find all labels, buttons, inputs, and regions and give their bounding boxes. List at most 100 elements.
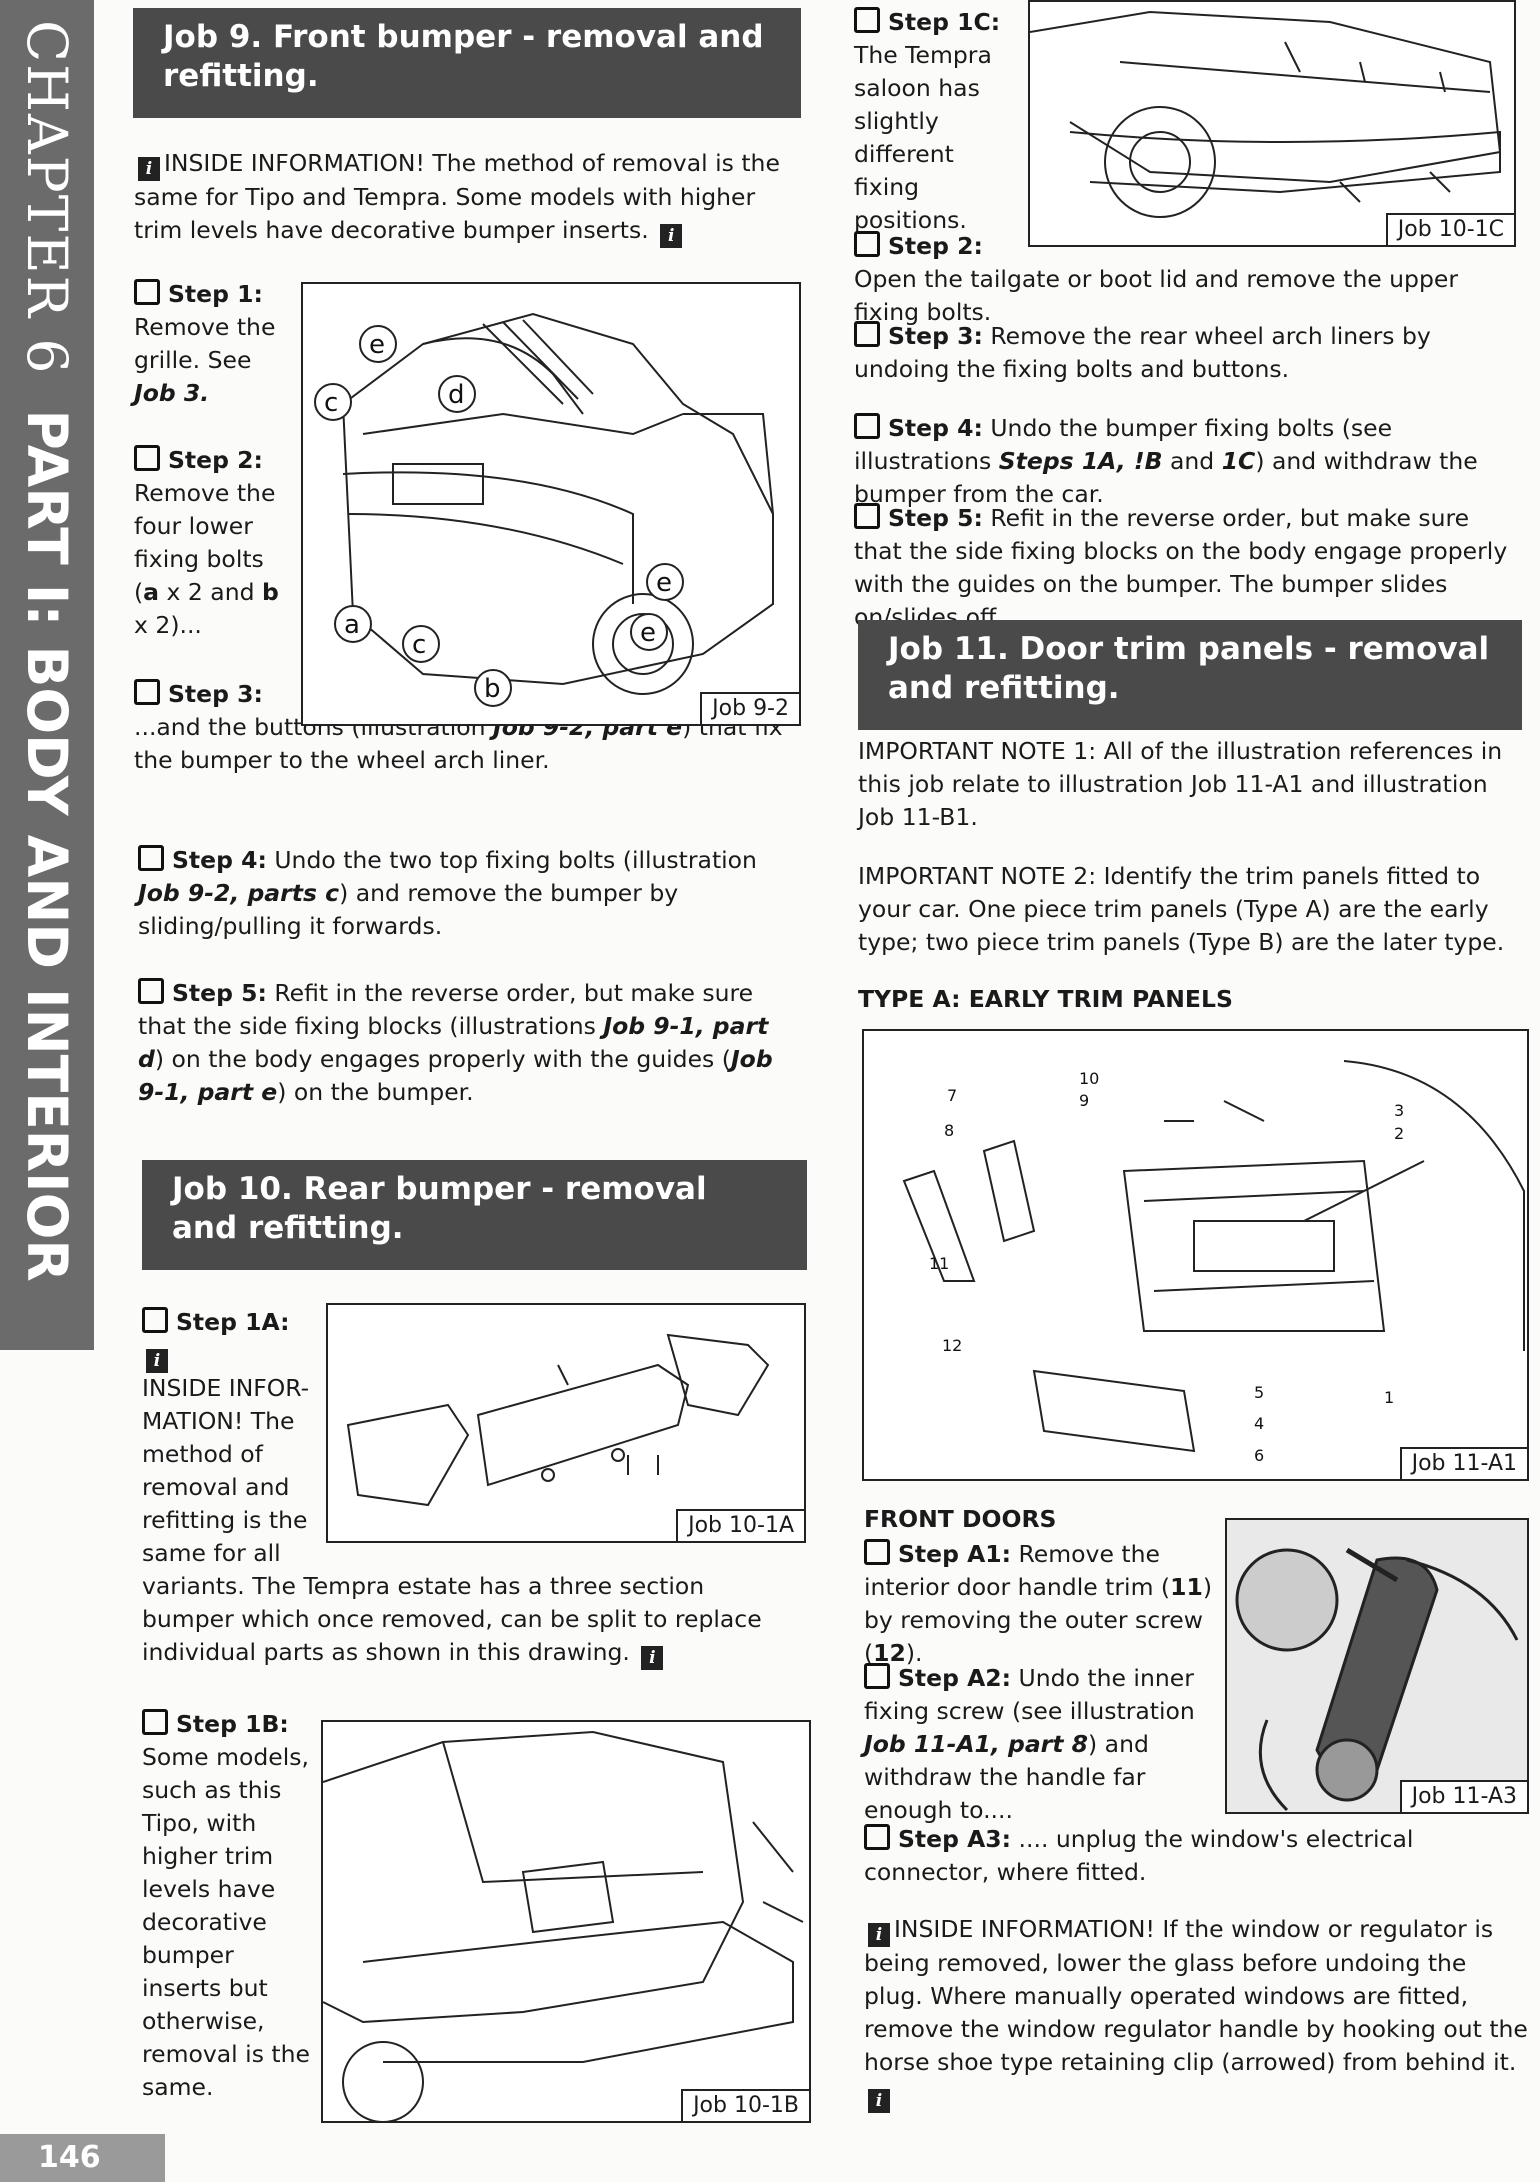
job11-note1: IMPORTANT NOTE 1: All of the illustratio… <box>858 737 1503 831</box>
step-ref: Job 9-1, part d <box>138 1012 769 1073</box>
step-text: Open the tailgate or boot lid and remove… <box>854 265 1458 326</box>
part-11: 11 <box>1170 1573 1203 1601</box>
step-label: Step 5: <box>172 979 267 1007</box>
step-ref: Job 11-A1, part 8 <box>864 1730 1089 1758</box>
part-number-5: 5 <box>1254 1383 1264 1402</box>
step-label: Step 5: <box>888 504 983 532</box>
step-label: Step 2: <box>888 232 983 260</box>
page-number: 146 <box>0 2134 165 2182</box>
step-text: ) on the bumper. <box>277 1078 474 1106</box>
info-icon: i <box>660 224 683 248</box>
figure-tag: Job 10-1C <box>1385 213 1514 245</box>
figure-tag: Job 9-2 <box>700 692 799 724</box>
step-label: Step 1C: <box>888 8 1001 36</box>
job10-title: Job 10. Rear bumper - removal and refitt… <box>172 1171 707 1246</box>
type-a-heading: TYPE A: EARLY TRIM PANELS <box>858 985 1233 1013</box>
figure-job10-1c: Job 10-1C <box>1028 0 1516 247</box>
callout-e: e <box>640 618 656 648</box>
step-ref: Steps 1A, !B <box>998 447 1163 475</box>
job11-title-banner: Job 11. Door trim panels - removal and r… <box>858 620 1522 730</box>
tipo-rear-bumper-illustration <box>323 1730 804 2121</box>
front-doors-heading: FRONT DOORS <box>864 1505 1057 1533</box>
step-ref: Job 9-2, parts c <box>138 879 340 907</box>
part-number-8: 8 <box>944 1121 954 1140</box>
checkbox-icon <box>854 7 880 33</box>
step-text: ) and withdraw the bumper from the car. <box>854 447 1478 508</box>
step-label: Step 2: <box>168 446 263 474</box>
chapter-label: CHAPTER 6 <box>15 20 79 376</box>
step-text: Refit in the reverse order, but make sur… <box>138 979 754 1040</box>
window-handle-photo <box>1227 1520 1527 1812</box>
step-label: Step 1A: <box>176 1308 290 1336</box>
job9-title: Job 9. Front bumper - removal and refitt… <box>163 19 764 94</box>
inside-info-text: INSIDE INFORMATION! If the window or reg… <box>864 1915 1528 2076</box>
figure-job11-a1: 10 7 9 8 3 2 11 12 5 4 6 1 Job 11-A1 <box>862 1029 1529 1481</box>
job11-title: Job 11. Door trim panels - removal and r… <box>888 631 1490 706</box>
step-text: ) on the body engages properly with the … <box>154 1045 731 1073</box>
part-label: PART I: BODY AND INTERIOR <box>15 409 79 1282</box>
part-number-9: 9 <box>1079 1091 1089 1110</box>
step-text: ) and withdraw the handle far enough to.… <box>864 1730 1149 1824</box>
checkbox-icon <box>854 231 880 257</box>
rear-bumper-exploded-illustration <box>346 1333 770 1507</box>
checkbox-icon <box>854 503 880 529</box>
info-icon: i <box>641 1646 664 1670</box>
step-label: Step A1: <box>898 1540 1012 1568</box>
step-text: Undo the bumper fixing bolts (see illust… <box>854 414 1393 475</box>
part-number-10: 10 <box>1079 1069 1099 1088</box>
callout-b: b <box>484 674 501 704</box>
part-b: b <box>261 578 279 606</box>
step-ref: Job 3. <box>134 379 210 407</box>
checkbox-icon <box>142 1307 168 1333</box>
callout-a: a <box>344 610 360 640</box>
job9-step3: Step 3: ...and the buttons (illustration… <box>134 678 794 777</box>
callout-c: c <box>324 388 338 418</box>
job11-stepA3: Step A3: .... unplug the window's electr… <box>864 1823 1524 1889</box>
step-text: x 2)... <box>134 611 202 639</box>
figure-tag: Job 10-1A <box>676 1509 804 1541</box>
step-ref: 1C <box>1221 447 1256 475</box>
job9-step1: Step 1: Remove the grille. See Job 3. <box>134 278 294 410</box>
figure-tag: Job 10-1B <box>681 2089 809 2121</box>
front-bumper-illustration: e c d a c b e e <box>314 312 774 707</box>
step-text: Undo the two top fixing bolts (illustrat… <box>274 846 757 874</box>
step-text: ) by removing the outer screw ( <box>864 1573 1212 1667</box>
chapter-sidebar: CHAPTER 6 PART I: BODY AND INTERIOR <box>0 0 94 1350</box>
job10-title-banner: Job 10. Rear bumper - removal and refitt… <box>142 1160 807 1270</box>
job9-step2: Step 2: Remove the four lower fixing bol… <box>134 444 294 642</box>
step-label: Step 3: <box>888 322 983 350</box>
part-number-3: 3 <box>1394 1101 1404 1120</box>
checkbox-icon <box>138 978 164 1004</box>
job9-step4: Step 4: Undo the two top fixing bolts (i… <box>138 844 798 943</box>
job10-step3: Step 3: Remove the rear wheel arch liner… <box>854 320 1524 386</box>
job10-step1b: Step 1B: Some models, such as this Tipo,… <box>142 1708 317 2104</box>
step-label: Step 1B: <box>176 1710 289 1738</box>
step-text: Remove the interior door handle trim ( <box>864 1540 1171 1601</box>
job10-step5: Step 5: Refit in the reverse order, but … <box>854 502 1524 634</box>
job11-note2: IMPORTANT NOTE 2: Identify the trim pane… <box>858 862 1505 956</box>
info-icon: i <box>138 157 160 181</box>
job10-step1a-body: INSIDE INFOR-MATION! The method of remov… <box>142 1372 797 1670</box>
callout-d: d <box>448 380 465 410</box>
info-icon: i <box>146 1349 168 1373</box>
step-text: x 2 and <box>159 578 262 606</box>
part-number-4: 4 <box>1254 1414 1264 1433</box>
figure-job10-1a: Job 10-1A <box>326 1303 806 1543</box>
info-icon: i <box>868 1923 890 1947</box>
job10-step2: Step 2: Open the tailgate or boot lid an… <box>854 230 1524 329</box>
checkbox-icon <box>864 1824 890 1850</box>
door-trim-panel-exploded-illustration: 10 7 9 8 3 2 11 12 5 4 6 1 <box>902 1060 1525 1465</box>
job10-step1c: Step 1C: The Tempra saloon has slightly … <box>854 6 1024 237</box>
callout-e: e <box>656 568 672 598</box>
step-label: Step 4: <box>172 846 267 874</box>
job9-title-banner: Job 9. Front bumper - removal and refitt… <box>133 8 801 118</box>
step-text: Remove the rear wheel arch liners by und… <box>854 322 1431 383</box>
job9-step5: Step 5: Refit in the reverse order, but … <box>138 977 798 1109</box>
callout-c: c <box>412 630 426 660</box>
step-text: ). <box>905 1639 923 1667</box>
checkbox-icon <box>134 679 160 705</box>
checkbox-icon <box>864 1663 890 1689</box>
part-12: 12 <box>873 1639 906 1667</box>
job10-step4: Step 4: Undo the bumper fixing bolts (se… <box>854 412 1524 511</box>
figure-job9-2: e c d a c b e e Job 9-2 <box>301 282 801 726</box>
